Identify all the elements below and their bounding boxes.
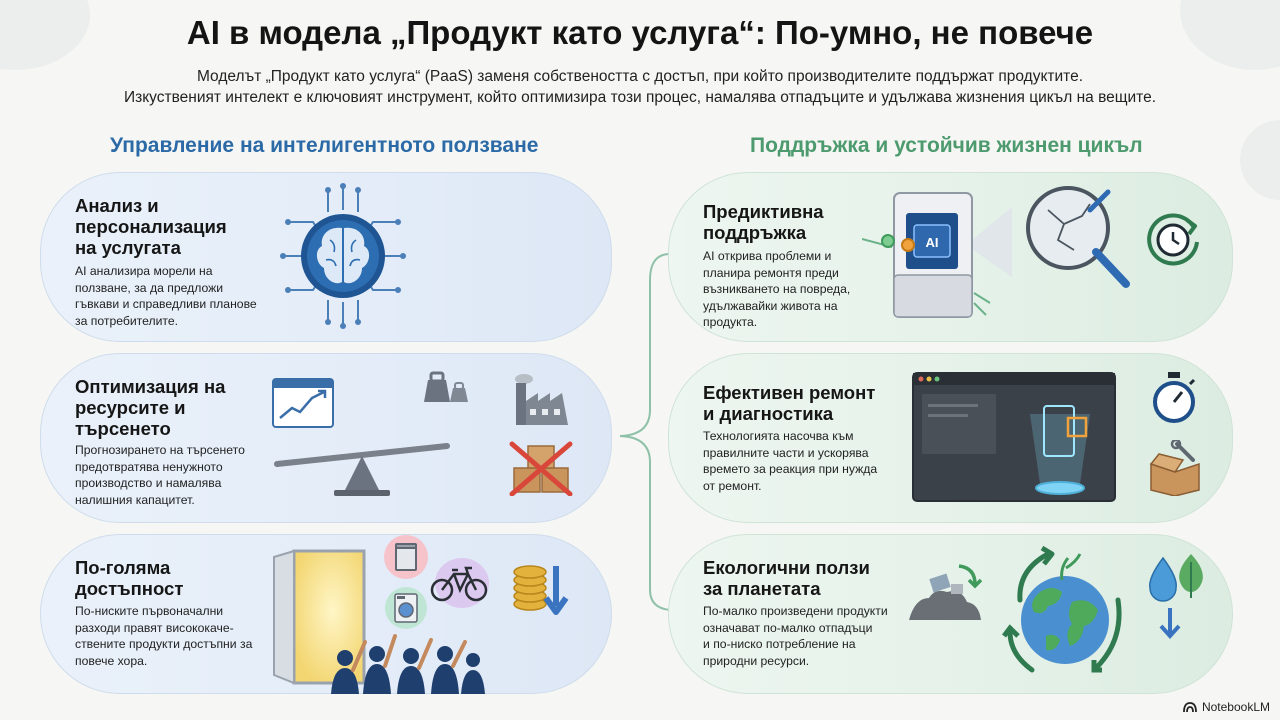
growth-chart-icon <box>272 378 334 428</box>
left-column-title: Управление на интелигентното ползване <box>110 134 539 157</box>
coins-down-icon <box>513 565 569 615</box>
dishwasher-icon <box>384 535 428 579</box>
people-icon <box>331 634 485 694</box>
footer-brand: NotebookLM <box>1183 700 1270 714</box>
down-arrow-icon <box>1159 608 1181 639</box>
page-title: AI в модела „Продукт като услуга“: По-ум… <box>186 14 1094 51</box>
card-ecological-benefits-title: Екологични ползи за планетата <box>703 557 870 599</box>
card-accessibility-title: По-голяма достъпност <box>75 557 184 599</box>
recycling-globe-icon <box>1002 545 1122 673</box>
connector-lines <box>619 253 671 611</box>
waste-pile-icon <box>909 564 983 620</box>
card-resource-optimization-title: Оптимизация на ресурсите и търсенето <box>75 376 226 439</box>
brain-circuit-icon <box>280 183 406 329</box>
notebooklm-logo-icon <box>1183 702 1197 713</box>
bicycle-icon <box>430 558 489 608</box>
card-accessibility-desc: По-ниските първоначални разходи правят в… <box>75 604 253 668</box>
ai-machine-icon: AI <box>862 192 1012 318</box>
water-drop-icon <box>1149 556 1177 602</box>
corner-decor-right-mid <box>1240 120 1280 200</box>
leaf-icon <box>1179 554 1203 598</box>
card-predictive-maintenance-title: Предиктивна поддръжка <box>703 201 824 243</box>
card-efficient-repair-title: Ефективен ремонт и диагностика <box>703 382 876 424</box>
clock-refresh-icon <box>1147 213 1199 266</box>
card-predictive-maintenance-desc: AI открива проблеми и планира ремонтя пр… <box>703 249 851 329</box>
stopwatch-icon <box>1153 372 1196 423</box>
ai-chip-label: AI <box>926 235 939 250</box>
card-service-analysis-title: Анализ и персонализация на услугата <box>75 195 227 258</box>
card-resource-optimization-desc: Прогнозирането на търсенето предотвратяв… <box>75 443 245 507</box>
card-efficient-repair-desc: Технологията насочва към правилните част… <box>703 429 878 493</box>
factory-icon <box>515 374 568 425</box>
balance-scale-icon <box>274 443 450 496</box>
card-service-analysis-desc: AI анализира морели на ползване, за да п… <box>75 264 257 328</box>
magnifier-crack-icon <box>1026 186 1130 288</box>
crossed-boxes-icon <box>509 441 573 496</box>
weights-icon <box>424 371 468 402</box>
subtitle-line-1: Моделът „Продукт като услуга“ (PaaS) зам… <box>196 68 1084 85</box>
card-ecological-benefits-desc: По-малко произведени продукти означават … <box>703 604 888 668</box>
right-column-title: Поддръжка и устойчив жизнен цикъл <box>750 134 1143 157</box>
footer-brand-text: NotebookLM <box>1201 700 1270 714</box>
washing-machine-icon <box>385 587 427 629</box>
hologram-icon <box>1030 405 1090 495</box>
toolbox-icon <box>1149 440 1200 496</box>
page-subtitle: Моделът „Продукт като услуга“ (PaaS) зам… <box>0 66 1280 108</box>
subtitle-line-2: Изкуственият интелект е ключовият инстру… <box>123 89 1157 106</box>
